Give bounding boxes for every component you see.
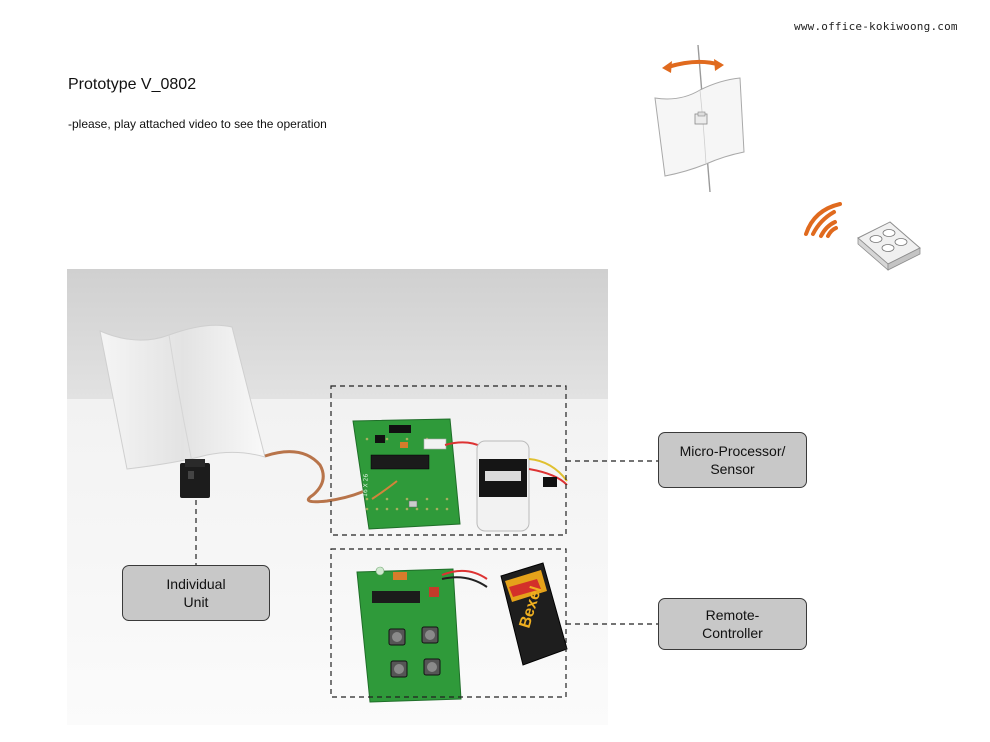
paper-panel bbox=[99, 324, 266, 470]
remote-controller-callout: Remote- Controller bbox=[658, 598, 807, 650]
individual-unit-label-line1: Individual bbox=[166, 576, 226, 592]
servo-motor bbox=[180, 459, 210, 498]
prototype-photo: 16 X 26 bbox=[67, 269, 608, 725]
rotation-arrow-icon bbox=[662, 59, 724, 73]
website-url: www.office-kokiwoong.com bbox=[794, 20, 958, 33]
board-marking: 16 X 26 bbox=[362, 473, 370, 497]
microprocessor-label-line2: Sensor bbox=[710, 461, 755, 477]
individual-unit-label-line2: Unit bbox=[183, 594, 209, 610]
remote-label-line2: Controller bbox=[702, 625, 763, 641]
remote-label-line1: Remote- bbox=[705, 607, 760, 623]
individual-unit-callout: Individual Unit bbox=[122, 565, 270, 621]
microprocessor-sensor-callout: Micro-Processor/ Sensor bbox=[658, 432, 807, 488]
remote-icon bbox=[857, 221, 921, 271]
microprocessor-label-line1: Micro-Processor/ bbox=[679, 443, 786, 459]
concept-illustration bbox=[620, 40, 950, 290]
page-subtitle: -please, play attached video to see the … bbox=[68, 117, 327, 131]
signal-waves-icon bbox=[804, 202, 842, 238]
page-title: Prototype V_0802 bbox=[68, 76, 197, 93]
